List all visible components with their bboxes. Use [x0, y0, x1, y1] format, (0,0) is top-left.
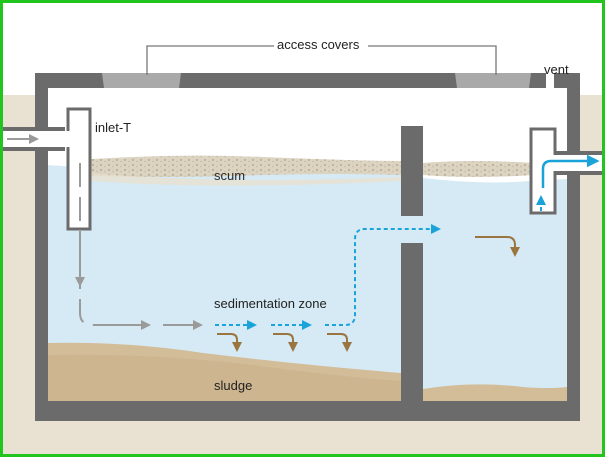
access-covers-bracket	[146, 45, 497, 75]
access-covers-label: access covers	[277, 37, 360, 52]
scum-label: scum	[214, 168, 246, 183]
access-cover-left	[102, 73, 181, 88]
gray-flow-path	[79, 163, 133, 326]
settle-arrow-4	[475, 236, 520, 257]
outlet-pipe-inner	[553, 155, 602, 171]
baffle-lower	[401, 243, 423, 401]
scum-layer	[67, 155, 401, 177]
settle-arrow-3	[327, 333, 352, 352]
septic-tank-diagram	[3, 45, 602, 454]
blue-flow-riser	[325, 224, 441, 326]
sludge-layer-right	[423, 384, 567, 401]
sludge-label: sludge	[214, 378, 253, 393]
settle-arrow-1	[217, 333, 242, 352]
scum-layer-right	[423, 161, 533, 177]
inlet-tee-label: inlet-T	[95, 120, 132, 135]
settle-arrow-2	[273, 333, 298, 352]
access-cover-right	[455, 73, 531, 88]
vent-pipe	[546, 73, 554, 89]
sedimentation-zone-label: sedimentation zone	[214, 296, 327, 311]
baffle-upper	[401, 126, 423, 216]
blue-outflow-pipe	[541, 154, 600, 188]
vent-label: vent	[544, 62, 569, 77]
